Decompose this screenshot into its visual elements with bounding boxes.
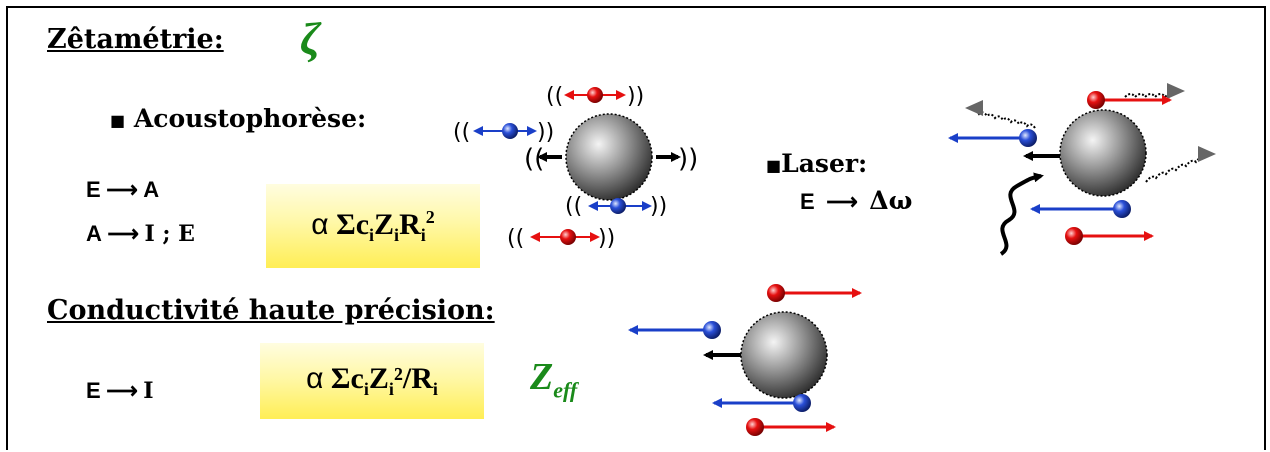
vibration-mark: (( [546,84,563,109]
eq2-right: I ; E [144,221,195,247]
negative-ion [793,394,811,412]
conduct-formula-box: α ΣciZi²/Ri [260,343,484,419]
negative-ion [1113,200,1131,218]
vibration-mark: (( [565,194,582,219]
vibration-mark: )) [650,194,667,219]
laser-diagram [948,83,1216,256]
laser-eq-right: Δω [869,186,913,215]
equation-e-to-a: E ⟶ A [86,177,159,203]
equation-e-to-delta-omega: E ⟶ Δω [800,186,912,215]
positive-ion [560,229,576,245]
eq1-left: E [86,177,101,202]
negative-ion [502,123,518,139]
negative-ion [1019,129,1037,147]
z-eff-label: Zeff [530,356,578,403]
arrow-right-icon: ⟶ [826,189,858,214]
positive-ion [746,418,764,436]
vibration-mark: )) [678,144,698,174]
zeta-symbol: ζ [300,13,321,64]
acoustophorese-text: Acoustophorèse: [133,104,367,133]
bullet-square: ■ [766,156,782,175]
arrow-right-icon: ⟶ [106,378,138,403]
particle-sphere [565,113,653,201]
vibration-mark: (( [524,144,544,174]
positive-ion [1065,227,1083,245]
vibration-mark: )) [627,84,644,109]
eq1-right: A [143,177,160,202]
cond-eq-right: I [143,378,154,404]
negative-ion [703,321,721,339]
conduct-diagram [628,284,862,436]
positive-ion [767,284,785,302]
zetametrie-heading: Zêtamétrie: [47,24,224,55]
equation-a-to-i: A ⟶ I ; E [86,221,195,247]
scattered-photon [1124,83,1185,100]
acousto-formula: α ΣciZiRi2 [311,206,435,245]
bullet-square: ■ [110,111,126,130]
arrow-right-icon: ⟶ [106,177,138,202]
acoustophorese-label: ■ Acoustophorèse: [110,104,366,133]
cond-eq-left: E [86,378,101,403]
conductivite-heading: Conductivité haute précision: [47,295,495,326]
scattered-photon [1145,146,1216,183]
positive-ion [1087,91,1105,109]
vibration-mark: (( [507,226,524,251]
incident-laser-wave [999,172,1044,256]
negative-ion [610,198,626,214]
vibration-mark: )) [598,226,615,251]
slide-frame [6,6,1266,450]
scattered-photon [965,100,1036,129]
eq2-left: A [86,221,102,246]
arrow-right-icon: ⟶ [107,221,139,246]
conduct-formula: α ΣciZi²/Ri [306,362,438,399]
particle-sphere [1059,109,1147,197]
positive-ion [587,87,603,103]
acousto-diagram: (( )) (( )) (( )) (( )) (( )) [453,84,698,251]
laser-eq-left: E [800,189,815,214]
laser-text: Laser: [781,149,868,178]
vibration-mark: (( [453,120,470,145]
laser-label: ■Laser: [766,149,867,178]
equation-e-to-i: E ⟶ I [86,378,154,404]
vibration-mark: )) [537,120,554,145]
particle-sphere [740,311,828,399]
acousto-formula-box: α ΣciZiRi2 [266,184,480,268]
